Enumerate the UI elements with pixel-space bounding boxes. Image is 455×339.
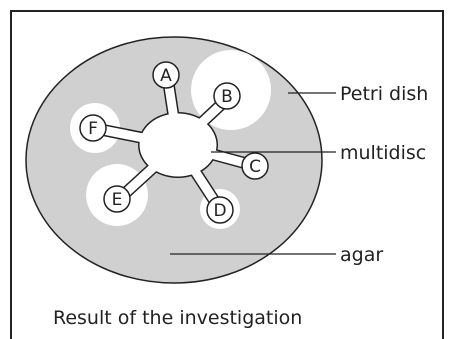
disc-e: E (103, 185, 131, 213)
disc-a-letter: A (160, 66, 172, 86)
figure-caption: Result of the investigation (53, 307, 302, 329)
figure-frame (10, 10, 444, 339)
petri-dish-label: Petri dish (340, 83, 428, 105)
disc-c: C (241, 152, 269, 180)
disc-b: B (213, 82, 241, 110)
callout-lines (170, 92, 336, 255)
disc-d-letter: D (213, 201, 226, 221)
disc-f: F (79, 114, 107, 142)
multidisc (87, 74, 258, 214)
multidisc-hub (139, 113, 217, 177)
disc-b-letter: B (221, 87, 233, 107)
disc-a: A (152, 61, 180, 89)
disc-f-letter: F (88, 119, 98, 139)
agar-label: agar (340, 244, 383, 266)
disc-c-letter: C (249, 157, 261, 177)
disc-e-letter: E (112, 190, 123, 210)
multidisc-label: multidisc (340, 142, 426, 164)
disc-d: D (206, 196, 234, 224)
